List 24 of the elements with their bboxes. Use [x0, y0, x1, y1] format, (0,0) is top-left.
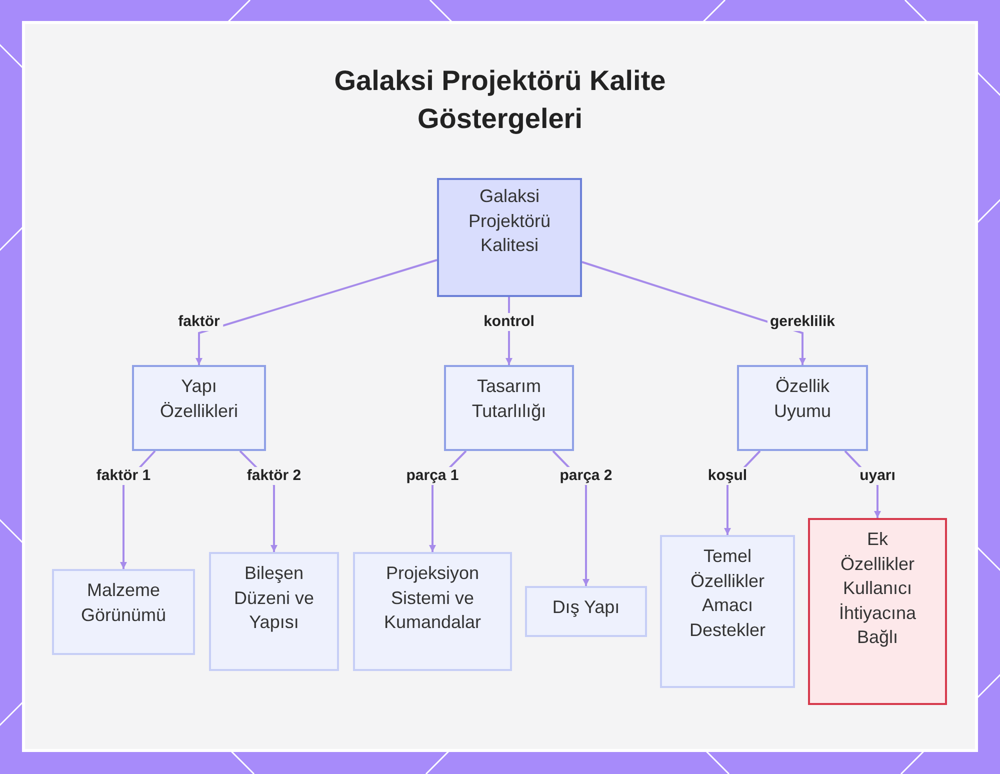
- process-box: [132, 365, 266, 451]
- node-text: Tasarım Tutarlılığı: [470, 375, 548, 423]
- node-text: Yapı Özellikleri: [158, 375, 239, 422]
- process-box: [525, 586, 647, 637]
- connector-arrow: [582, 261, 806, 365]
- process-box: [52, 569, 195, 655]
- node-text: Dış Yapı: [552, 596, 620, 619]
- connector-arrow: [196, 259, 438, 365]
- process-box: [437, 178, 582, 297]
- diagram-title: Galaksi Projektörü Kalite Göstergeleri: [333, 64, 667, 136]
- process-box: [353, 552, 512, 671]
- node-text: Özellik Uyumu: [772, 375, 832, 423]
- node-text: Malzeme Görünümü: [80, 579, 168, 626]
- node-text: Bileşen Düzeni ve Yapısı: [232, 562, 316, 634]
- node-text: Temel Özellikler Amacı Destekler: [688, 545, 767, 642]
- process-box: [209, 552, 339, 671]
- process-box: [808, 518, 947, 705]
- node-text: Projeksiyon Sistemi ve Kumandalar: [382, 562, 482, 634]
- node-text: Galaksi Projektörü Kalitesi: [467, 185, 552, 257]
- node-text: Ek Özellikler Kullanıcı İhtiyacına Bağlı: [838, 528, 918, 649]
- process-box: [737, 365, 868, 451]
- edge-label: faktör: [175, 313, 223, 331]
- process-box: [660, 535, 795, 688]
- process-box: [444, 365, 574, 451]
